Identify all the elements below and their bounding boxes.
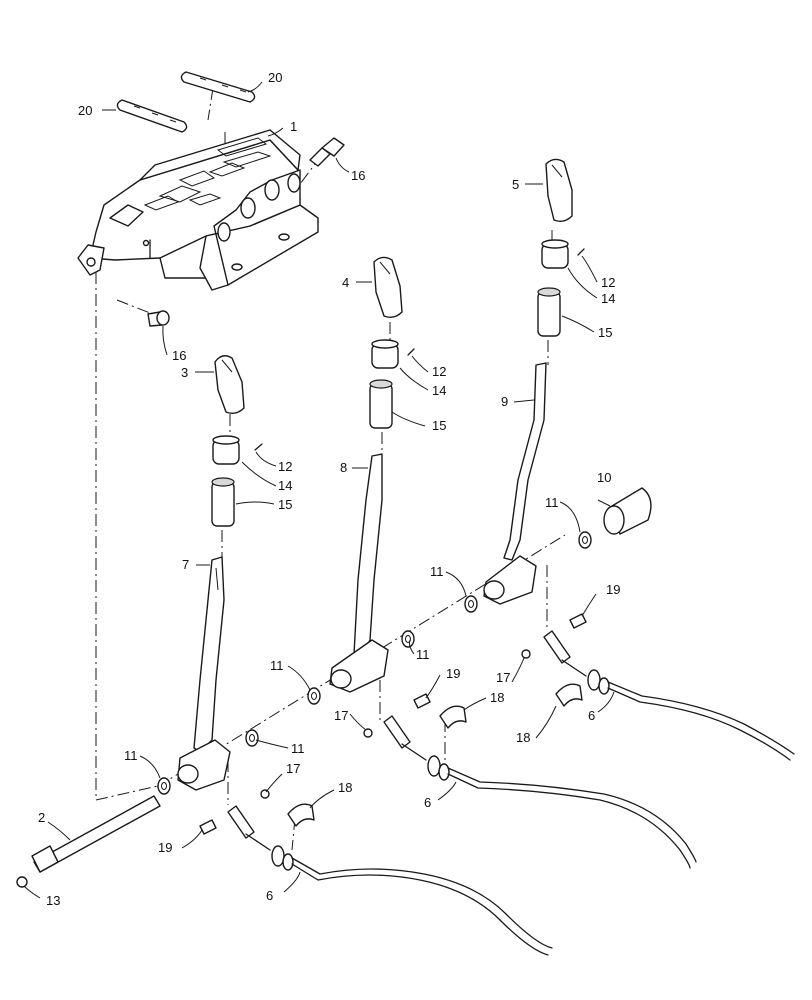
clip-17-left [260,789,270,799]
lever-9 [483,362,547,605]
callout-8: 8 [340,460,347,475]
callout-18-right: 18 [516,730,530,745]
callout-6-left: 6 [266,888,273,903]
callout-3: 3 [181,365,188,380]
callout-20-lower: 20 [78,103,92,118]
callout-12-right: 12 [601,275,615,290]
shaft-2 [31,795,161,873]
cable-6-left [227,805,553,956]
callout-13: 13 [46,893,60,908]
decal-lower [116,99,188,133]
callout-14-right: 14 [601,291,615,306]
callout-11-f: 11 [545,495,559,510]
callout-2: 2 [38,810,45,825]
bolt-upper [309,137,345,167]
callout-15-right: 15 [598,325,612,340]
leader-lines [23,81,615,899]
callout-11-b: 11 [291,741,305,756]
collar-14-right [541,239,569,269]
lever-8 [329,453,389,693]
callout-14-left: 14 [278,478,292,493]
sleeve-15-right [537,287,561,337]
callout-4: 4 [342,275,349,290]
callout-17-right: 17 [496,670,510,685]
callout-18-mid: 18 [490,690,504,705]
callout-15-mid: 15 [432,418,446,433]
callout-14-mid: 14 [432,383,446,398]
callout-12-mid: 12 [432,364,446,379]
callout-19-left: 19 [158,840,172,855]
bushing-11-b [245,729,259,747]
bushing-11-c [307,687,321,705]
clip-18-mid [439,705,467,729]
callout-16-lower: 16 [172,348,186,363]
callout-18-left: 18 [338,780,352,795]
callout-19-mid: 19 [446,666,460,681]
cable-6-right [543,630,795,761]
callout-17-mid: 17 [334,708,348,723]
bolt-lower [147,310,170,327]
pin-19-left [199,819,217,835]
callout-20-upper: 20 [268,70,282,85]
callout-6-right: 6 [588,708,595,723]
bushing-11-d [401,630,415,648]
callout-5: 5 [512,177,519,192]
lever-7 [177,556,231,791]
pin-12-right [577,248,585,256]
roller-10 [603,487,652,535]
clip-18-right [555,683,583,707]
knob-5 [545,158,573,223]
callout-16-upper: 16 [351,168,365,183]
cable-6-mid [383,715,697,869]
knob-4 [373,256,403,319]
callout-15-left: 15 [278,497,292,512]
callout-6-mid: 6 [424,795,431,810]
callout-19-right: 19 [606,582,620,597]
callout-9: 9 [501,394,508,409]
clip-17-mid [363,728,373,738]
knob-3 [214,355,245,415]
sleeve-15-mid [369,379,393,429]
bushing-11-e [464,595,478,613]
callout-1: 1 [290,119,297,134]
clip-18-left [287,803,315,827]
callout-labels: 1 20 20 16 16 3 4 5 12 14 15 12 14 15 12… [38,70,620,908]
bushing-11-a [157,777,171,795]
collar-14-left [212,435,240,465]
callout-11-d: 11 [416,647,430,662]
callout-12-left: 12 [278,459,292,474]
control-housing-bracket [77,129,319,291]
pin-19-right [569,613,587,629]
bushing-11-f [578,531,592,549]
pin-12-left [254,443,263,451]
pin-12-mid [407,348,415,356]
pin-13 [16,876,28,888]
sleeve-15-left [211,477,235,527]
callout-17-left: 17 [286,761,300,776]
clip-17-right [521,649,531,659]
callout-7: 7 [182,557,189,572]
callout-11-c: 11 [270,658,284,673]
collar-14-mid [371,339,399,369]
callout-10: 10 [597,470,611,485]
callout-11-e: 11 [430,564,444,579]
decal-upper [180,71,256,103]
callout-11-a: 11 [124,748,138,763]
